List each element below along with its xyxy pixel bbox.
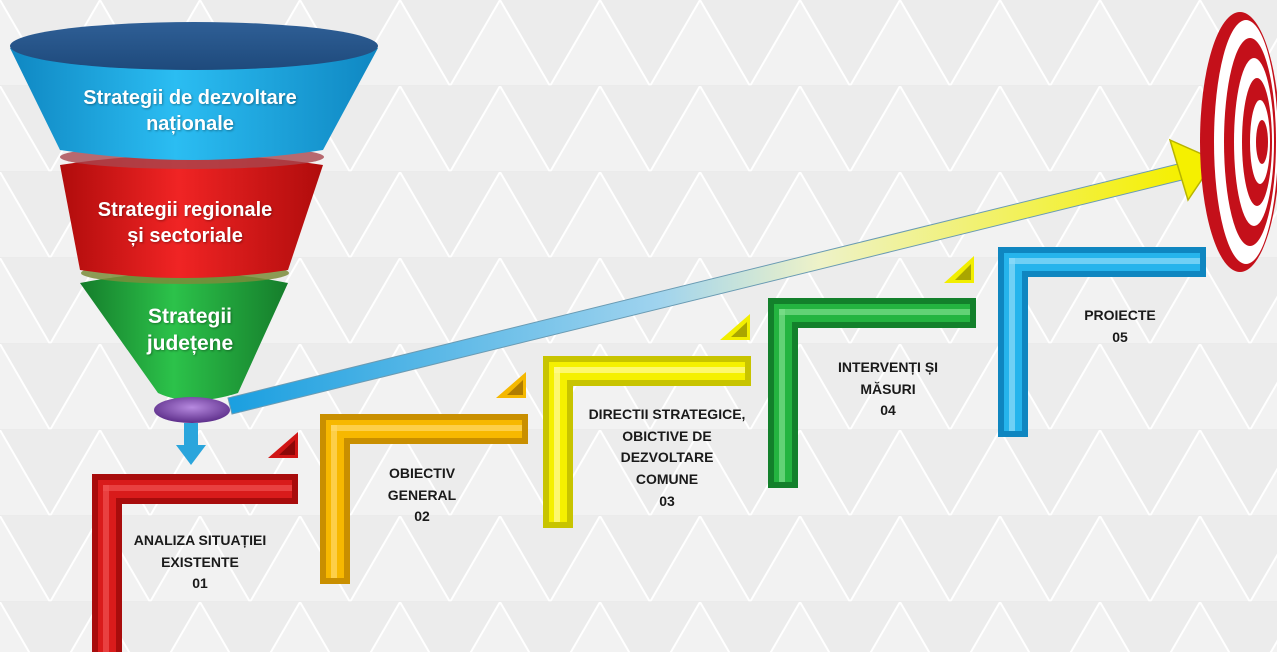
- step-03-label: DIRECTII STRATEGICE, OBICTIVE DE DEZVOLT…: [572, 404, 762, 512]
- step-01-number: 01: [192, 575, 208, 592]
- step-01-line-2: EXISTENTE: [161, 553, 239, 570]
- step-03-line-3: DEZVOLTARE: [620, 449, 714, 466]
- step-03-shape: [543, 314, 751, 528]
- funnel-rim: [10, 22, 378, 70]
- step-03-number: 03: [659, 492, 675, 509]
- funnel-level-3-line-2: județene: [146, 332, 234, 356]
- step-02-line-1: OBIECTIV: [388, 465, 456, 481]
- step-02-label: OBIECTIV GENERAL 02: [352, 463, 492, 528]
- step-04-line-1: INTERVENȚI ȘI: [837, 359, 939, 375]
- step-05-shape: [998, 247, 1206, 437]
- funnel-level-2-line-1: Strategii regionale: [97, 199, 273, 221]
- target-icon: [1200, 12, 1277, 272]
- funnel-level-3-label: Strategii județene: [110, 303, 270, 358]
- step-05-number: 05: [1112, 328, 1128, 345]
- funnel-level-1-label: Strategii de dezvoltare naționale: [60, 85, 320, 137]
- funnel-level-1-line-1: Strategii de dezvoltare: [83, 87, 297, 109]
- step-03-line-2: OBICTIVE DE: [622, 427, 712, 444]
- step-05-line-1: PROIECTE: [1084, 307, 1156, 323]
- funnel-level-3: [80, 272, 288, 401]
- step-01-shape: [92, 432, 298, 652]
- step-02-line-2: GENERAL: [387, 486, 457, 503]
- step-02-shape: [320, 372, 528, 584]
- step-04-line-2: MĂSURI: [860, 380, 916, 397]
- funnel-level-2-line-2: și sectoriale: [127, 225, 243, 247]
- funnel-level-1-line-2: naționale: [146, 113, 234, 135]
- funnel-tip: [154, 397, 230, 423]
- step-01-line-1: ANALIZA SITUAȚIEI: [133, 532, 267, 548]
- step-04-shape: [768, 256, 976, 488]
- step-05-label: PROIECTE 05: [1050, 305, 1190, 348]
- step-02-number: 02: [414, 508, 430, 525]
- funnel-level-2-label: Strategii regionale și sectoriale: [70, 197, 300, 249]
- step-03-line-4: COMUNE: [635, 471, 699, 488]
- step-03-line-1: DIRECTII STRATEGICE,: [588, 406, 746, 422]
- step-04-number: 04: [880, 402, 896, 419]
- step-04-label: INTERVENȚI ȘI MĂSURI 04: [808, 357, 968, 422]
- funnel-level-2: [60, 155, 323, 278]
- funnel-level-3-line-1: Strategii: [147, 305, 233, 328]
- step-01-label: ANALIZA SITUAȚIEI EXISTENTE 01: [110, 530, 290, 595]
